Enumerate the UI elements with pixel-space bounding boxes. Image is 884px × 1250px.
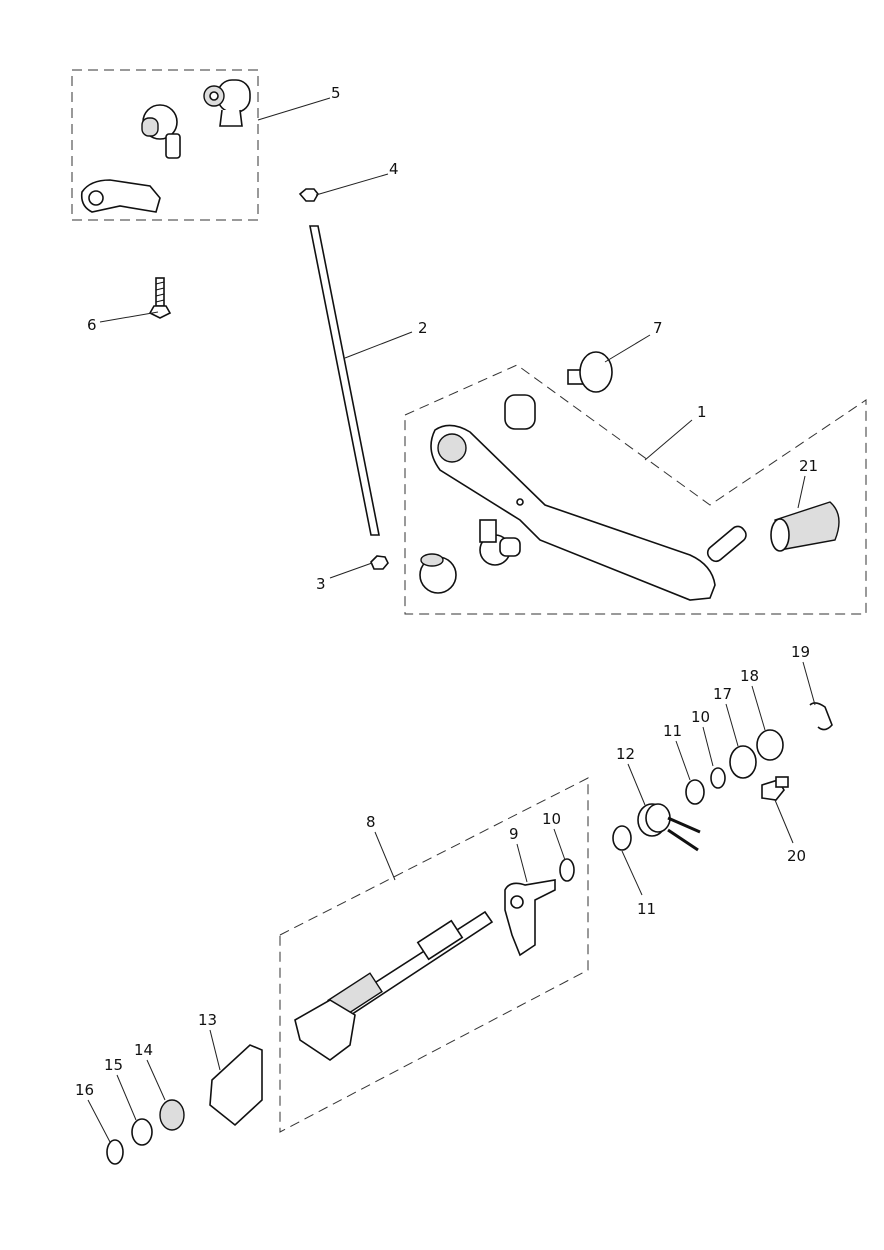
callout-4: 4 bbox=[389, 160, 399, 178]
bolt-part[interactable] bbox=[148, 277, 172, 319]
washer-part-11b[interactable] bbox=[612, 825, 632, 851]
circlip-part-10[interactable] bbox=[710, 767, 726, 789]
callout-20: 20 bbox=[787, 847, 806, 865]
washer-part-18[interactable] bbox=[756, 729, 784, 761]
nut-part[interactable] bbox=[298, 188, 319, 202]
selector-arm-part[interactable] bbox=[504, 879, 556, 957]
bush-part[interactable] bbox=[504, 394, 536, 430]
callout-14: 14 bbox=[134, 1041, 153, 1059]
callout-1: 1 bbox=[697, 403, 707, 421]
callout-labels: 5 4 6 2 7 1 21 3 19 18 17 11 10 12 20 11… bbox=[75, 84, 818, 1099]
callout-18: 18 bbox=[740, 667, 759, 685]
clamp-lever-part[interactable] bbox=[80, 179, 161, 213]
callout-13: 13 bbox=[198, 1011, 217, 1029]
circlip-part-16[interactable] bbox=[106, 1139, 124, 1165]
return-spring-part[interactable] bbox=[637, 803, 701, 852]
ball-joint-part-lower[interactable] bbox=[419, 519, 521, 594]
washer-part-11[interactable] bbox=[685, 779, 705, 805]
callout-9: 9 bbox=[509, 825, 519, 843]
callout-17: 17 bbox=[713, 685, 732, 703]
callout-3: 3 bbox=[316, 575, 326, 593]
group-box-5 bbox=[71, 69, 259, 221]
washer-part-15[interactable] bbox=[131, 1118, 153, 1146]
callout-6: 6 bbox=[87, 316, 97, 334]
callout-7: 7 bbox=[653, 319, 663, 337]
callout-19: 19 bbox=[791, 643, 810, 661]
circlip-part-10b[interactable] bbox=[559, 858, 575, 882]
callout-15: 15 bbox=[104, 1056, 123, 1074]
group-box-1 bbox=[404, 364, 867, 615]
callout-21: 21 bbox=[799, 457, 818, 475]
callout-12: 12 bbox=[616, 745, 635, 763]
gear-rod-part[interactable] bbox=[309, 225, 380, 536]
callout-16: 16 bbox=[75, 1081, 94, 1099]
stop-pin-part[interactable] bbox=[761, 776, 789, 801]
spring-part-14[interactable] bbox=[159, 1099, 185, 1131]
callout-5: 5 bbox=[331, 84, 341, 102]
leader-lines bbox=[87, 97, 816, 1143]
nut-part-lower[interactable] bbox=[370, 555, 389, 570]
selector-shaft-part[interactable] bbox=[294, 910, 494, 1061]
callout-10: 10 bbox=[691, 708, 710, 726]
callout-8: 8 bbox=[366, 813, 376, 831]
washer-part-17[interactable] bbox=[729, 745, 757, 779]
circlip-part[interactable] bbox=[809, 702, 833, 731]
gear-pedal-lever-part[interactable] bbox=[430, 424, 749, 601]
pedal-rubber-part[interactable] bbox=[770, 501, 840, 552]
callout-2: 2 bbox=[418, 319, 428, 337]
callout-11: 11 bbox=[663, 722, 682, 740]
group-box-8 bbox=[279, 777, 589, 1133]
pivot-bolt-part[interactable] bbox=[567, 351, 613, 393]
callout-10b: 10 bbox=[542, 810, 561, 828]
ball-joint-part[interactable] bbox=[141, 79, 251, 159]
callout-11b: 11 bbox=[637, 900, 656, 918]
selector-plate-part[interactable] bbox=[209, 1044, 263, 1127]
